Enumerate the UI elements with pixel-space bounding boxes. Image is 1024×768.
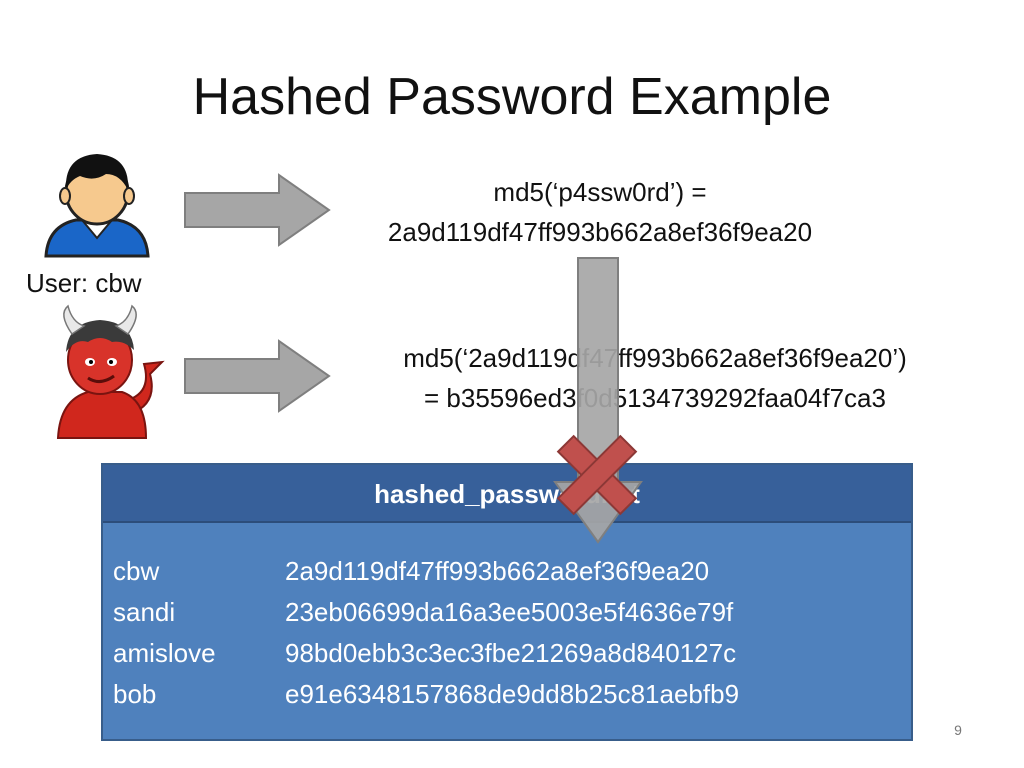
row-user: cbw <box>113 556 160 586</box>
row-user: bob <box>113 679 157 709</box>
row-hash: e91e6348157868de9dd8b25c81aebfb9 <box>285 679 740 709</box>
row-hash: 23eb06699da16a3ee5003e5f4636e79f <box>285 597 734 627</box>
user-label: User: cbw <box>26 268 142 298</box>
password-file-table: hashed_password.txt cbw 2a9d119df47ff993… <box>101 463 913 741</box>
rehash-line-2: = b35596ed3f0d5134739292faa04f7ca3 <box>424 383 886 413</box>
table-rows: cbw 2a9d119df47ff993b662a8ef36f9ea20 san… <box>113 551 739 715</box>
rehash-line-1: md5(‘2a9d119df47ff993b662a8ef36f9ea20’) <box>403 343 907 373</box>
table-row: bob e91e6348157868de9dd8b25c81aebfb9 <box>113 674 739 715</box>
row-hash: 98bd0ebb3c3ec3fbe21269a8d840127c <box>285 638 737 668</box>
right-arrow-icon <box>184 339 331 413</box>
right-arrow-icon <box>184 173 331 247</box>
table-row: amislove 98bd0ebb3c3ec3fbe21269a8d840127… <box>113 633 739 674</box>
md5-hash-text: md5(‘p4ssw0rd’) = 2a9d119df47ff993b662a8… <box>330 172 870 252</box>
row-user: sandi <box>113 597 176 627</box>
red-x-icon <box>556 434 638 516</box>
hash-line-1: md5(‘p4ssw0rd’) = <box>493 177 707 207</box>
table-title: hashed_password.txt <box>103 465 911 523</box>
slide-title: Hashed Password Example <box>192 68 832 126</box>
table-row: sandi 23eb06699da16a3ee5003e5f4636e79f <box>113 592 739 633</box>
hash-line-2: 2a9d119df47ff993b662a8ef36f9ea20 <box>387 217 813 247</box>
rehash-text: md5(‘2a9d119df47ff993b662a8ef36f9ea20’) … <box>330 338 980 418</box>
page-number: 9 <box>954 722 962 738</box>
user-avatar-icon <box>44 154 150 258</box>
row-hash: 2a9d119df47ff993b662a8ef36f9ea20 <box>285 556 710 586</box>
row-user: amislove <box>113 638 216 668</box>
table-row: cbw 2a9d119df47ff993b662a8ef36f9ea20 <box>113 551 739 592</box>
devil-icon <box>56 304 165 439</box>
